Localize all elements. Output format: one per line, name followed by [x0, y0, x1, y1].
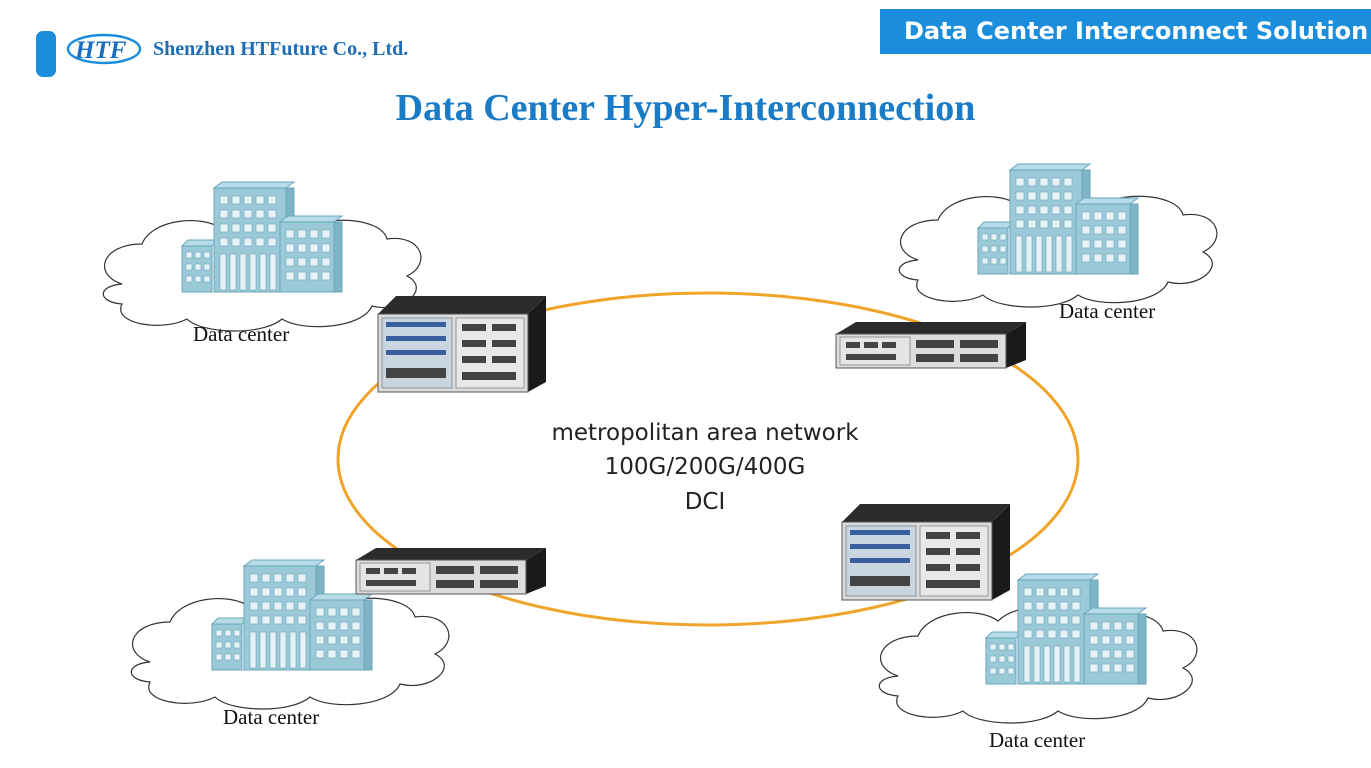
logo-orbit-icon [66, 33, 142, 65]
solution-banner: Data Center Interconnect Solution [880, 9, 1371, 54]
dci-chassis-icon [377, 295, 547, 393]
data-center-label-bottom-left: Data center [223, 705, 320, 729]
network-type-label: metropolitan area network [551, 420, 859, 446]
page-title: Data Center Hyper-Interconnection [395, 87, 976, 129]
dci-chassis-icon [835, 321, 1027, 369]
data-center-label-top-right: Data center [1059, 299, 1156, 323]
company-name: Shenzhen HTFuture Co., Ltd. [153, 38, 409, 60]
htf-logo: HTF [36, 31, 142, 77]
logo-bar-icon [36, 31, 56, 77]
data-center-label-top-left: Data center [193, 322, 290, 346]
network-ring [336, 291, 1080, 627]
network-dci-label: DCI [684, 489, 726, 515]
network-speed-label: 100G/200G/400G [604, 454, 806, 480]
dci-chassis-icon [841, 503, 1011, 601]
data-center-label-bottom-right: Data center [989, 728, 1086, 752]
logo-text: HTF [74, 37, 127, 64]
dci-chassis-icon [355, 547, 547, 595]
